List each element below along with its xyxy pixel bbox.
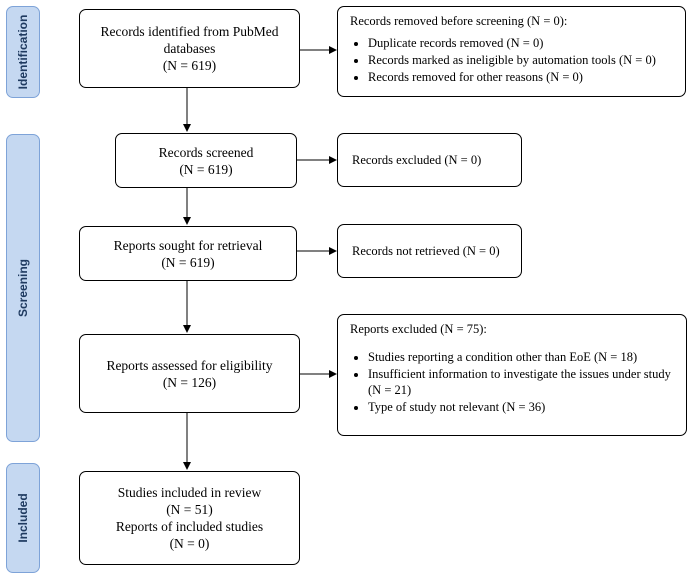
records-screened-count: (N = 619)	[179, 161, 233, 177]
list-item: Records removed for other reasons (N = 0…	[368, 69, 675, 85]
reports-excluded-heading: Reports excluded (N = 75):	[350, 322, 487, 336]
list-item: Duplicate records removed (N = 0)	[368, 35, 675, 51]
removed-before-screening-heading: Records removed before screening (N = 0)…	[350, 14, 568, 28]
phase-included: Included	[6, 463, 40, 573]
reports-included-count: (N = 0)	[169, 536, 210, 551]
reports-included-label: Reports of included studies	[115, 519, 264, 534]
reports-excluded-box: Reports excluded (N = 75): Studies repor…	[337, 314, 687, 436]
records-excluded-label: Records excluded (N = 0)	[352, 152, 482, 167]
phase-identification: Identification	[6, 6, 40, 98]
reports-excluded-list: Studies reporting a condition other than…	[350, 349, 676, 415]
removed-before-screening-box: Records removed before screening (N = 0)…	[337, 6, 686, 97]
records-identified-box: Records identified from PubMed databases…	[79, 9, 300, 88]
records-screened-box: Records screened (N = 619)	[115, 133, 297, 188]
studies-included-label: Studies included in review	[117, 485, 262, 500]
records-identified-line1: Records identified from PubMed	[100, 24, 279, 39]
removed-before-screening-list: Duplicate records removed (N = 0) Record…	[350, 35, 675, 85]
list-item: Studies reporting a condition other than…	[368, 349, 676, 365]
reports-sought-label: Reports sought for retrieval	[113, 237, 263, 253]
reports-assessed-label: Reports assessed for eligibility	[106, 357, 273, 373]
reports-sought-box: Reports sought for retrieval (N = 619)	[79, 226, 297, 281]
phase-screening: Screening	[6, 134, 40, 442]
reports-assessed-count: (N = 126)	[162, 374, 217, 390]
list-item: Type of study not relevant (N = 36)	[368, 399, 676, 415]
records-not-retrieved-box: Records not retrieved (N = 0)	[337, 224, 522, 278]
list-item: Insufficient information to investigate …	[368, 366, 676, 398]
studies-included-count: (N = 51)	[166, 502, 213, 517]
records-screened-label: Records screened	[158, 144, 254, 160]
records-not-retrieved-label: Records not retrieved (N = 0)	[352, 243, 500, 258]
list-item: Records marked as ineligible by automati…	[368, 52, 675, 68]
records-identified-line2: databases	[163, 41, 216, 56]
reports-assessed-box: Reports assessed for eligibility (N = 12…	[79, 334, 300, 413]
records-excluded-box: Records excluded (N = 0)	[337, 133, 522, 187]
reports-sought-count: (N = 619)	[161, 254, 215, 270]
records-identified-count: (N = 619)	[162, 58, 217, 73]
studies-included-box: Studies included in review (N = 51) Repo…	[79, 471, 300, 565]
